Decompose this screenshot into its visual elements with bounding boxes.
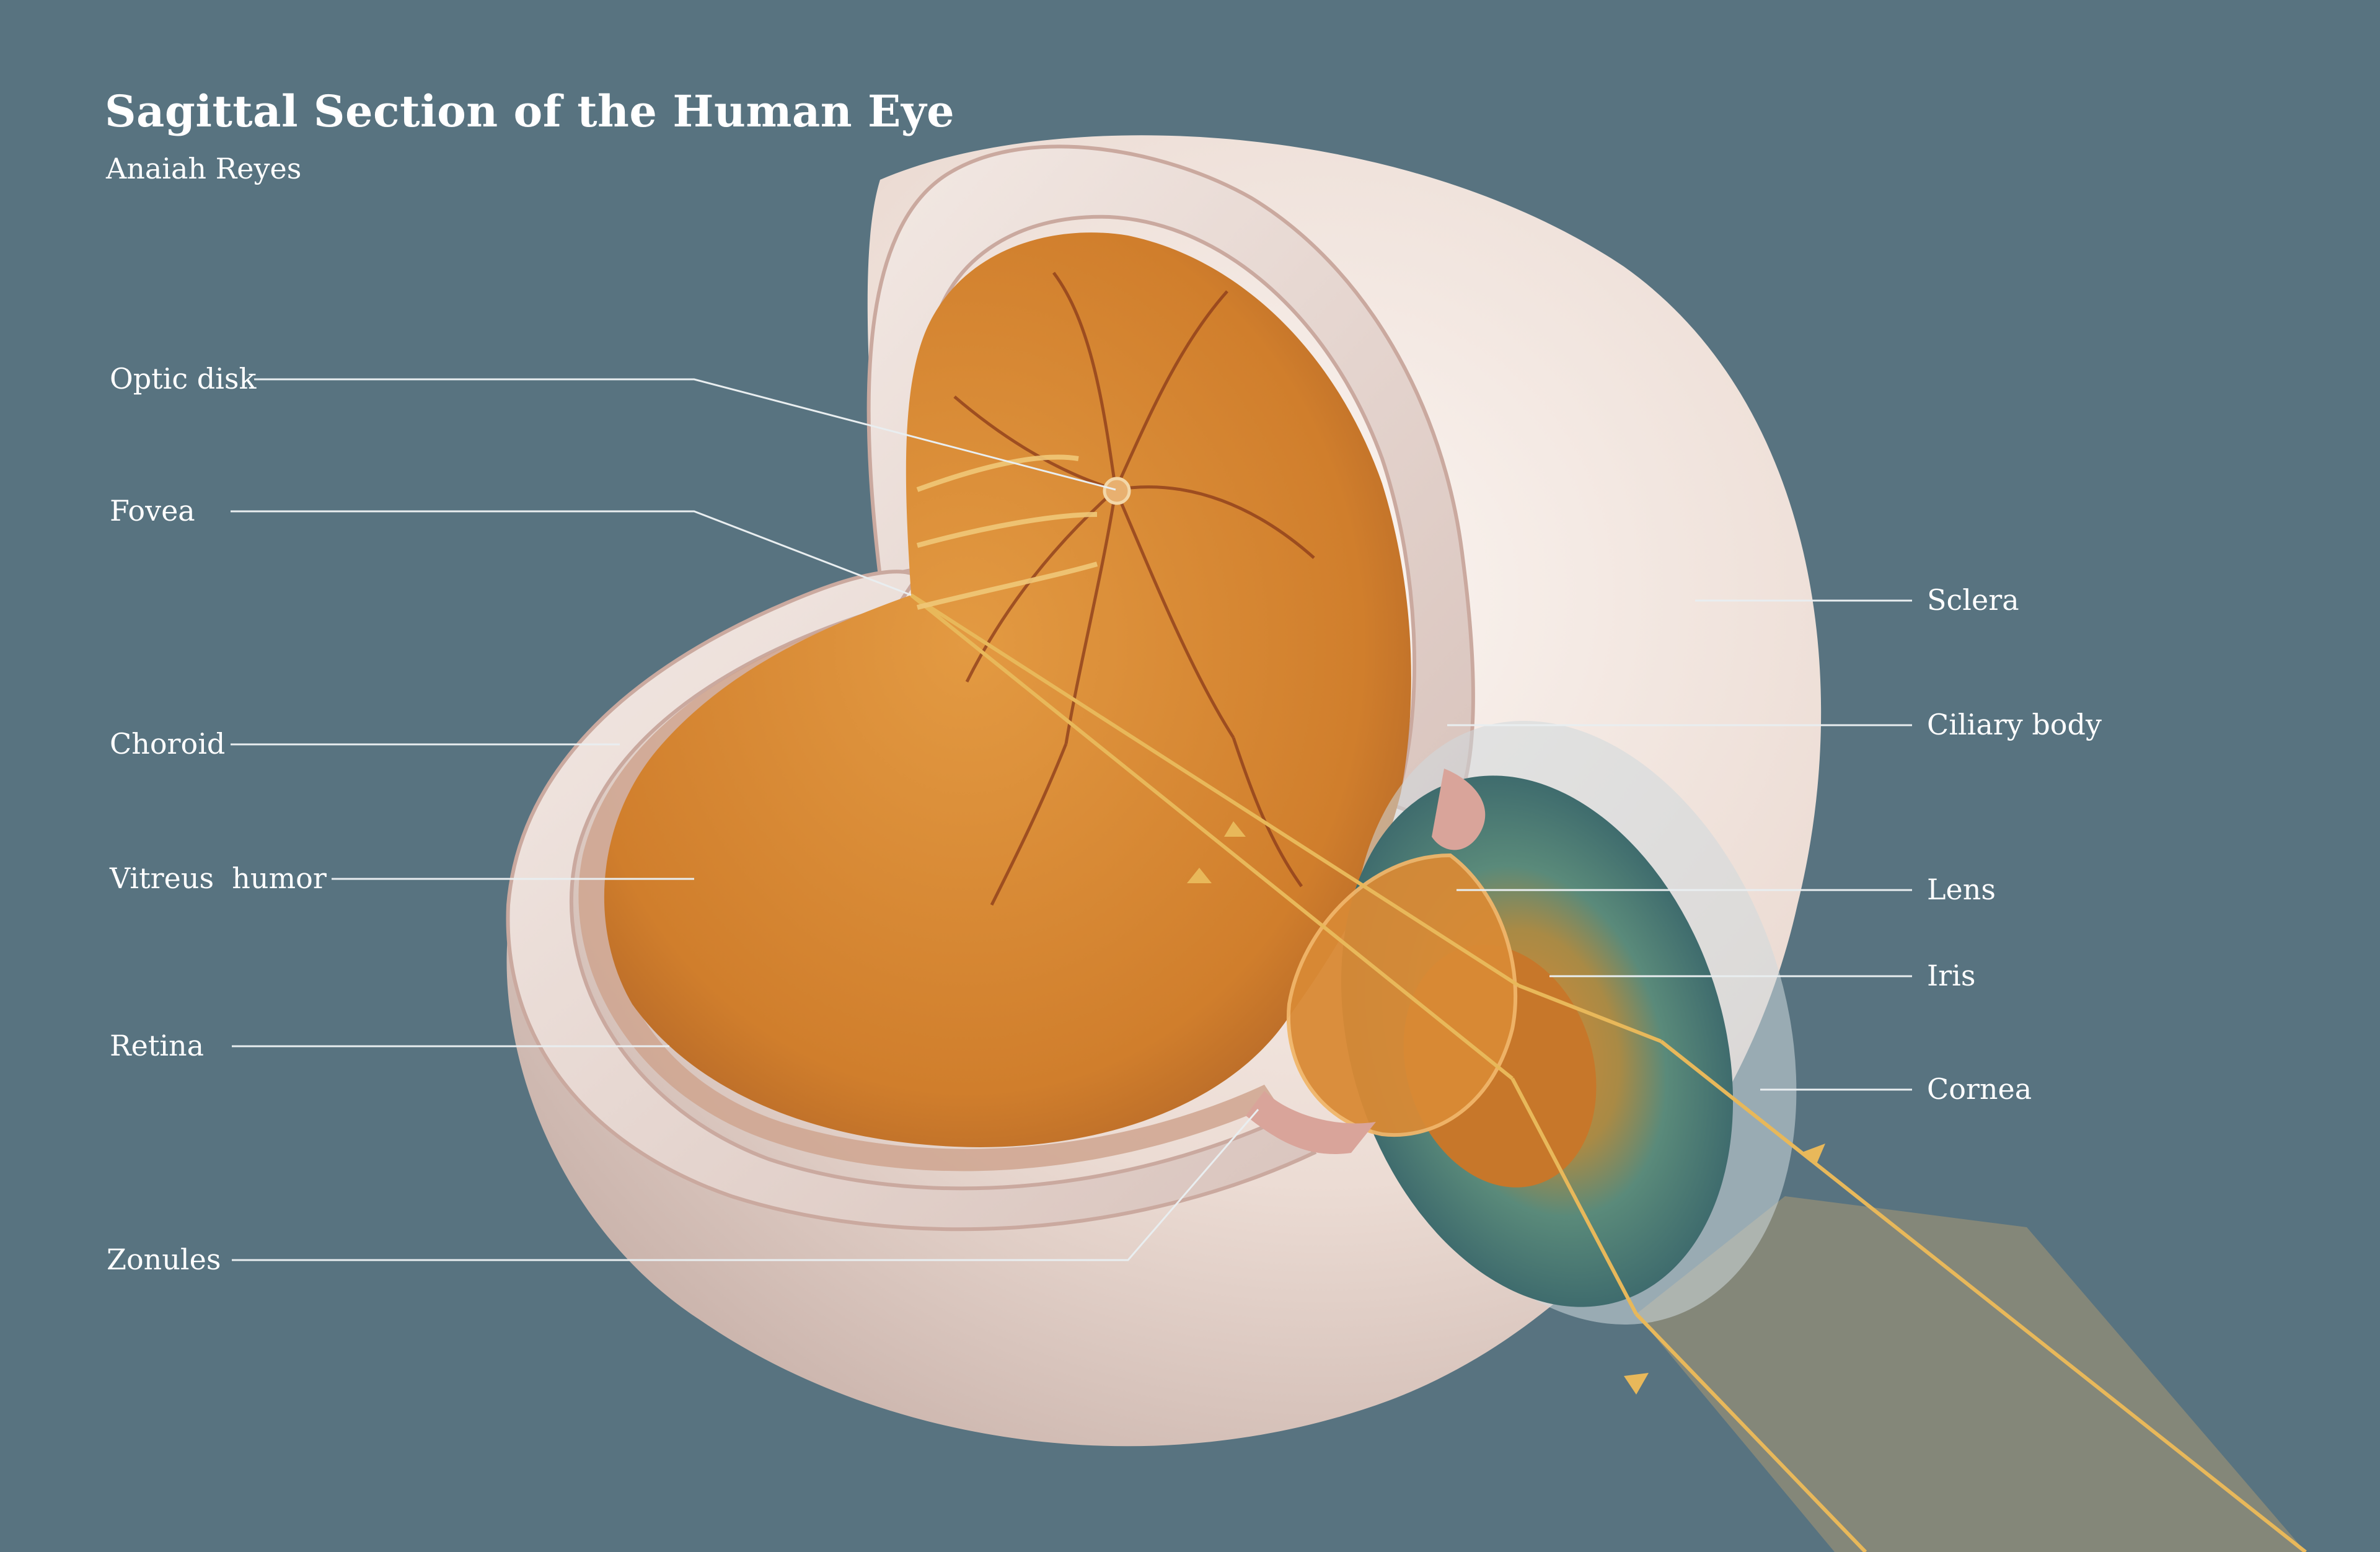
page-title: Sagittal Section of the Human Eye [105,86,955,137]
label-retina: Retina [110,1029,205,1062]
label-choroid: Choroid [110,727,226,761]
label-iris: Iris [1927,959,1976,992]
vitreous-humor [604,232,1411,1147]
label-sclera: Sclera [1927,583,2019,617]
label-vitreus-humor: Vitreus humor [110,862,327,895]
author-name: Anaiah Reyes [106,152,302,185]
ray-arrows [1187,821,1825,1395]
light-beam [1636,1196,2306,1552]
label-zonules: Zonules [107,1243,221,1276]
ciliary-body-tissue [1432,769,1486,850]
label-cornea: Cornea [1927,1072,2032,1106]
lens-body [1286,853,1518,1137]
optic-disk-marker [1103,477,1131,505]
label-ciliary-body: Ciliary body [1927,708,2102,741]
label-lens: Lens [1927,873,1996,906]
lower-cut-rim [506,570,1317,1232]
zonule-tissue [1246,1091,1376,1154]
label-optic-disk: Optic disk [110,362,257,395]
light-rays [910,593,2307,1552]
choroid-band [578,604,1277,1171]
leader-lines [231,378,1912,1261]
label-fovea: Fovea [110,494,195,527]
